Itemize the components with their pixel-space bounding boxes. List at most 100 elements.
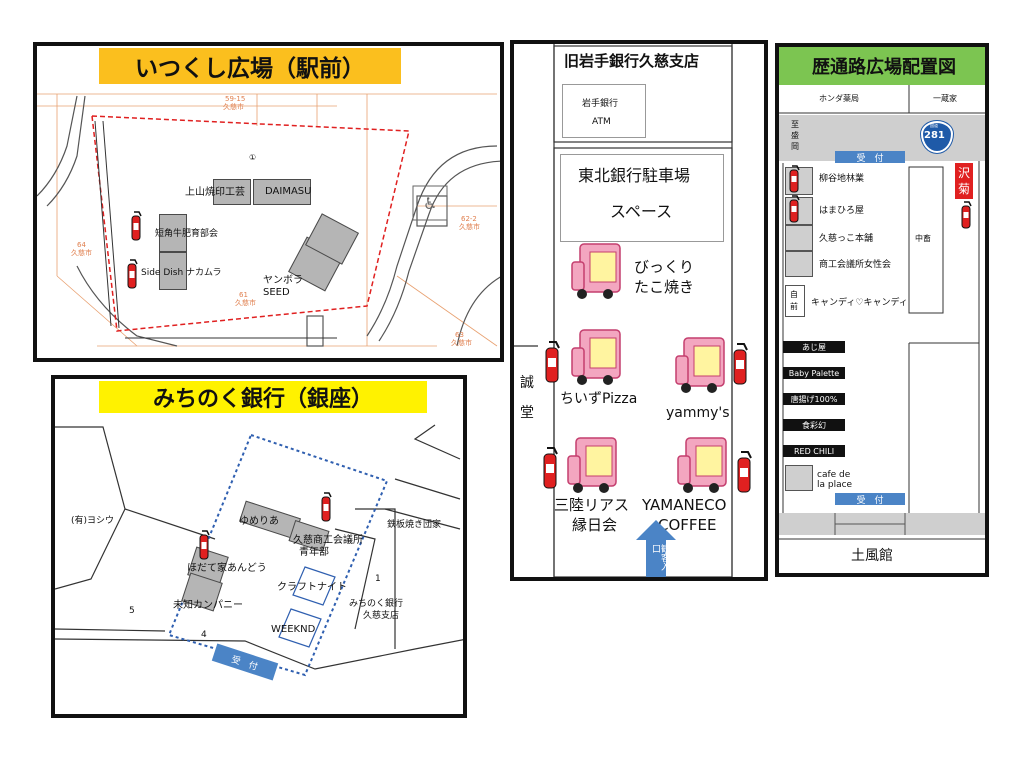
parking-label-1: 東北銀行駐車場 [578,166,691,185]
sawa-sign [955,163,973,199]
panel-itsukushi-plaza: いつくし広場（駅前） [33,42,504,362]
vendor-sanriku-1: 三陸リアス [554,496,630,514]
booth-label-cafe-1: cafe de [817,470,851,480]
booth-label-seed: SEED [263,287,290,298]
map-number: 4 [201,630,207,640]
booth-label-weeknd: WEEKND [271,624,316,635]
booth-label-yumeriaa: ゆめりあ [239,516,279,527]
booth-label-candy: キャンディ♡キャンディ [811,298,908,308]
booth-label-kaya: 柳谷地林業 [819,174,865,184]
lot-city: 久慈市 [451,339,472,347]
tag-ajiya: あじ屋 [783,341,845,353]
route-sign [921,121,953,153]
fire-extinguisher-icon [321,492,332,522]
entrance-label: 観客入口 [650,544,669,571]
atm-box [562,84,646,138]
lot-city: 久慈市 [235,299,256,307]
booth-cafe [785,465,813,491]
fire-extinguisher-icon [961,201,972,229]
sawa-label-1: 沢 [958,166,971,180]
street-drawing [55,424,463,677]
panel-title: みちのく銀行（銀座） [99,381,427,413]
panel-title: いつくし広場（駅前） [99,48,401,84]
booth-label-craft: クラフトナイト [277,582,347,593]
route-sign-top: 国道 [930,123,938,128]
circle-number: ① [249,153,257,162]
booth-tankaku [159,214,187,252]
tag-babypalette: Baby Palette [783,367,845,379]
fire-extinguisher-icon [127,259,138,289]
vendor-yamaneco-2: COFFEE [658,516,717,534]
side-label-2: 堂 [520,405,534,421]
reception-box-bottom: 受 付 [835,493,905,506]
building-title: 旧岩手銀行久慈支店 [564,52,700,70]
booth-label-shoukou: 久慈商工会議所 [293,535,363,546]
booth-kamiyama [213,179,251,205]
lot-label: 61 [239,291,248,299]
vendor-yammys: yammy's [666,405,730,421]
direction-label: 至 [791,120,799,129]
vendor-bikkuri-1: びっくり [634,258,695,276]
sawa-label-2: 菊 [958,182,971,196]
booth-label-cafe-2: la place [817,480,853,490]
vendor-yamaneco-1: YAMANECO [642,496,727,514]
atm-label-bank: 岩手銀行 [582,99,619,109]
lot-label: 64 [77,241,86,249]
tag-redchili: RED CHILI [783,445,845,457]
panel-iwate-bank: 旧岩手銀行久慈支店 岩手銀行 ATM 東北銀行駐車場 スペース 誠 堂 びっくり… [510,40,768,581]
fire-extinguisher-icon [543,447,558,489]
booth-label-tankaku: 短角牛肥育部会 [155,229,219,239]
lot-label: 59-15 [225,95,246,103]
booth-label-mishiru: 未知カンパニー [173,600,243,611]
booth-label-shoukou: 商工会議所女性会 [819,260,892,270]
booth-daimasu [253,179,311,205]
booth-label-jimae-2: 前 [790,302,798,311]
side-label-1: 誠 [520,375,534,391]
booth-label-jimae-1: 自 [790,290,798,299]
food-truck-icon [567,437,617,493]
booth-sidedish [159,252,187,290]
vendor-sanriku-2: 縁日会 [572,516,618,534]
reception-box-top: 受 付 [835,151,905,164]
map-label-bank1: みちのく銀行 [349,599,404,609]
fire-extinguisher-icon [199,530,210,560]
map-number: 5 [129,606,135,616]
direction-label: 盛 [791,131,799,140]
fire-extinguisher-icon [737,451,752,493]
booth-label-kamiyama: 上山焼印工芸 [185,187,245,198]
up-arrow-icon [636,520,676,577]
direction-label: 岡 [791,142,799,151]
lot-label: 62-2 [461,215,477,223]
panel-title: 歴通路広場配置図 [779,47,985,85]
shop-label-ichigo: 一蔵家 [933,94,957,103]
food-truck-icon [571,329,621,385]
tag-karaage: 唐揚げ100% [783,393,845,405]
building-label-dofu: 土風館 [851,548,893,564]
food-truck-icon [677,437,727,493]
food-truck-icon [675,337,725,393]
atm-label: ATM [592,117,611,127]
map-number: 1 [375,574,381,584]
booth-kujikko [785,225,813,251]
site-survey-drawing [37,93,500,347]
shop-label-honda: ホンダ薬局 [819,94,859,103]
panel-rekitsuro-plaza: 歴通路広場配置図 ホンダ薬局 一蔵家 至 盛 岡 国道 281 受 付 沢 菊 … [775,43,989,577]
panel-michinoku-bank: みちのく銀行（銀座） ゆめりあ 久慈商工会議所 青年部 ほだて家あんどう 未知カ… [51,375,467,718]
map-label-yoshiu: (有)ヨシウ [71,516,115,526]
vendor-bikkuri-2: たこ焼き [634,278,695,296]
naka-label: 中畜 [915,234,931,243]
parking-box [560,154,724,242]
lot-label: 63 [455,331,464,339]
map-label-teppan: 鉄板焼き団家 [387,520,442,530]
lot-city: 久慈市 [459,223,480,231]
lot-city: 久慈市 [223,103,244,111]
fire-extinguisher-icon [733,343,748,385]
food-truck-icon [571,243,621,299]
booth-label-yanbora: ヤンボラ [263,275,303,286]
booth-label-hotate: ほだて家あんどう [187,563,267,574]
booth-label-daimasu: DAIMASU [265,186,312,197]
fire-extinguisher-icon [131,211,142,241]
lot-city: 久慈市 [71,249,92,257]
fire-extinguisher-icon [789,165,800,193]
map-label-bank2: 久慈支店 [363,611,400,621]
